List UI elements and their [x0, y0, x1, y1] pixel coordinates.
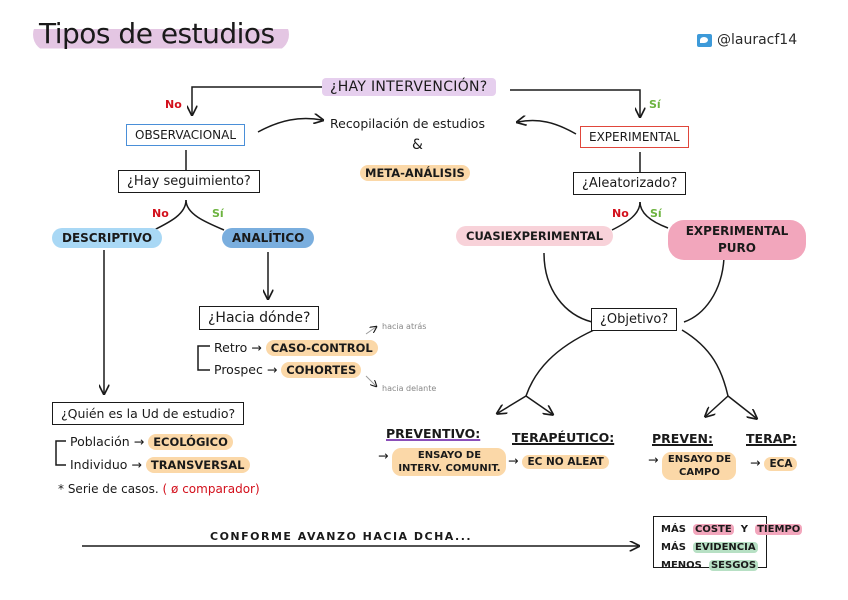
- unit-question: ¿Quién es la Ud de estudio?: [52, 402, 245, 425]
- curve-left-split: [525, 329, 595, 397]
- arrow-glyph: →: [508, 453, 519, 468]
- arrow-glyph: →: [750, 455, 761, 470]
- therapeutic-heading: TERAPÉUTICO:: [512, 430, 615, 445]
- preven-row: → ENSAYO DE CAMPO: [648, 452, 737, 480]
- arrow-glyph: →: [648, 452, 659, 467]
- compilation-text: Recopilación de estudios: [330, 116, 485, 131]
- prospec-row: Prospec → COHORTES: [214, 362, 362, 378]
- bracket-retro-prospec: [197, 345, 210, 371]
- legend-line-bias: MENOS SESGOS: [661, 560, 759, 571]
- ampersand-text: &: [412, 137, 423, 153]
- preventive-heading: PREVENTIVO:: [386, 426, 481, 441]
- cohorts-label: COHORTES: [281, 362, 362, 378]
- yes-label-randomized: Sí: [650, 207, 662, 220]
- case-series-note: ( ø comparador): [162, 482, 260, 496]
- arrow-glyph: →: [133, 434, 145, 449]
- forward-note: hacia delante: [382, 384, 437, 393]
- population-label: Población: [70, 434, 130, 449]
- case-series-label: * Serie de casos.: [58, 482, 159, 496]
- arrow-to-observational: [192, 86, 322, 114]
- twitter-icon: [697, 33, 712, 47]
- arrow-glyph: →: [266, 362, 278, 377]
- note-pointer-forward: [365, 375, 376, 386]
- case-control-label: CASO-CONTROL: [265, 340, 378, 356]
- terap-heading: TERAP:: [746, 431, 797, 446]
- individual-label: Individuo: [70, 457, 128, 472]
- yes-label-followup: Sí: [212, 207, 224, 220]
- arrow-to-terap: [727, 395, 756, 418]
- curve-quasi-to-objective: [543, 252, 593, 323]
- rct-label: ECA: [764, 457, 798, 471]
- note-pointer-back: [365, 327, 376, 335]
- therapeutic-row: → EC NO ALEAT: [508, 453, 609, 469]
- no-label-followup: No: [152, 207, 169, 220]
- terap-row: → ECA: [750, 455, 798, 471]
- no-label-randomized: No: [612, 207, 629, 220]
- pure-experimental-pill: EXPERIMENTAL PURO: [668, 220, 806, 260]
- arrow-to-preven: [706, 395, 729, 416]
- experimental-box: EXPERIMENTAL: [580, 126, 689, 148]
- analytic-pill: ANALÍTICO: [222, 228, 315, 248]
- arrow-to-experimental: [510, 89, 640, 116]
- retro-label: Retro: [214, 340, 248, 355]
- meta-analysis-label: META-ANÁLISIS: [360, 165, 470, 181]
- transversal-label: TRANSVERSAL: [145, 457, 250, 473]
- bracket-population-individual: [55, 440, 66, 466]
- retro-row: Retro → CASO-CONTROL: [214, 340, 378, 356]
- branch-followup-left: [153, 199, 187, 231]
- preven-heading: PREVEN:: [652, 431, 713, 446]
- arrow-obs-to-compilation: [257, 119, 322, 133]
- back-note: hacia atrás: [382, 322, 427, 331]
- page-title: Tipos de estudios: [33, 17, 289, 52]
- randomized-question: ¿Aleatorizado?: [573, 172, 687, 195]
- curve-pure-to-objective: [683, 257, 725, 323]
- quasi-experimental-pill: CUASIEXPERIMENTAL: [456, 226, 614, 246]
- non-random-ct-label: EC NO ALEAT: [522, 455, 609, 469]
- legend-line-evidence: MÁS EVIDENCIA: [661, 542, 758, 553]
- yes-label-intervention: Sí: [649, 98, 661, 111]
- field-trial-label: ENSAYO DE CAMPO: [662, 452, 737, 480]
- population-row: Población → ECOLÓGICO: [70, 434, 233, 450]
- author-handle-text: @lauracf14: [717, 32, 798, 48]
- individual-row: Individuo → TRANSVERSAL: [70, 457, 250, 473]
- arrow-glyph: →: [378, 448, 389, 463]
- case-series-row: * Serie de casos. ( ø comparador): [58, 482, 260, 496]
- arrow-to-therapeutic: [525, 395, 552, 414]
- legend-box: MÁS COSTE Y TIEMPO MÁS EVIDENCIA MENOS S…: [653, 516, 803, 571]
- objective-question: ¿Objetivo?: [591, 308, 678, 331]
- prospec-label: Prospec: [214, 362, 263, 377]
- legend-line-cost: MÁS COSTE Y TIEMPO: [661, 524, 803, 535]
- preventive-row: → ENSAYO DE INTERV. COMUNIT.: [378, 448, 507, 476]
- community-trial-label: ENSAYO DE INTERV. COMUNIT.: [392, 448, 507, 476]
- branch-followup-right: [185, 199, 225, 231]
- author-handle: @lauracf14: [697, 32, 797, 48]
- ecological-label: ECOLÓGICO: [148, 434, 233, 450]
- observational-box: OBSERVACIONAL: [126, 124, 246, 146]
- arrow-exp-to-compilation: [518, 121, 577, 135]
- no-label-intervention: No: [165, 98, 182, 111]
- arrow-glyph: →: [131, 457, 142, 472]
- branch-randomized-right: [639, 201, 669, 229]
- arrow-glyph: →: [251, 340, 262, 355]
- descriptive-pill: DESCRIPTIVO: [52, 228, 163, 248]
- direction-question: ¿Hacia dónde?: [199, 306, 320, 330]
- arrow-to-preventive: [498, 395, 527, 413]
- progress-text: CONFORME AVANZO HACIA DCHA...: [210, 530, 473, 543]
- intervention-question: ¿HAY INTERVENCIÓN?: [322, 78, 496, 96]
- curve-right-split: [681, 329, 729, 397]
- followup-question: ¿Hay seguimiento?: [118, 170, 260, 193]
